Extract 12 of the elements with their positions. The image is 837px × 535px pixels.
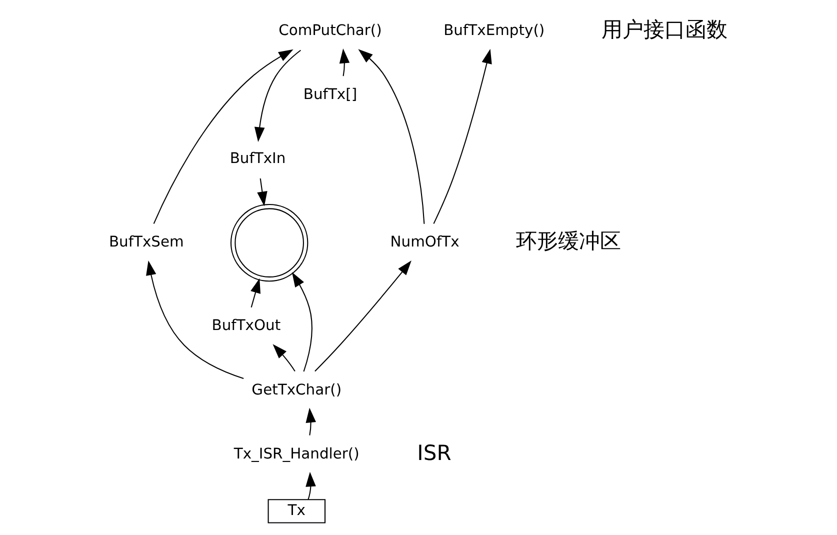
- node-text: Tx_ISR_Handler(): [234, 445, 360, 462]
- node-text: BufTx[]: [303, 86, 358, 104]
- node-text: GetTxChar(): [252, 381, 342, 398]
- label: 用户接口函数: [601, 17, 728, 42]
- node-text: BufTxSem: [108, 234, 184, 251]
- node-text: BufTxEmpty(): [444, 22, 545, 40]
- label: ISR: [417, 440, 452, 465]
- node-text: BufTxIn: [230, 150, 286, 168]
- node-text: ComPutChar(): [278, 22, 382, 40]
- node-text: NumOfTx: [390, 234, 460, 251]
- node-text: BufTxOut: [212, 317, 281, 334]
- label: 环形缓冲区: [516, 229, 622, 254]
